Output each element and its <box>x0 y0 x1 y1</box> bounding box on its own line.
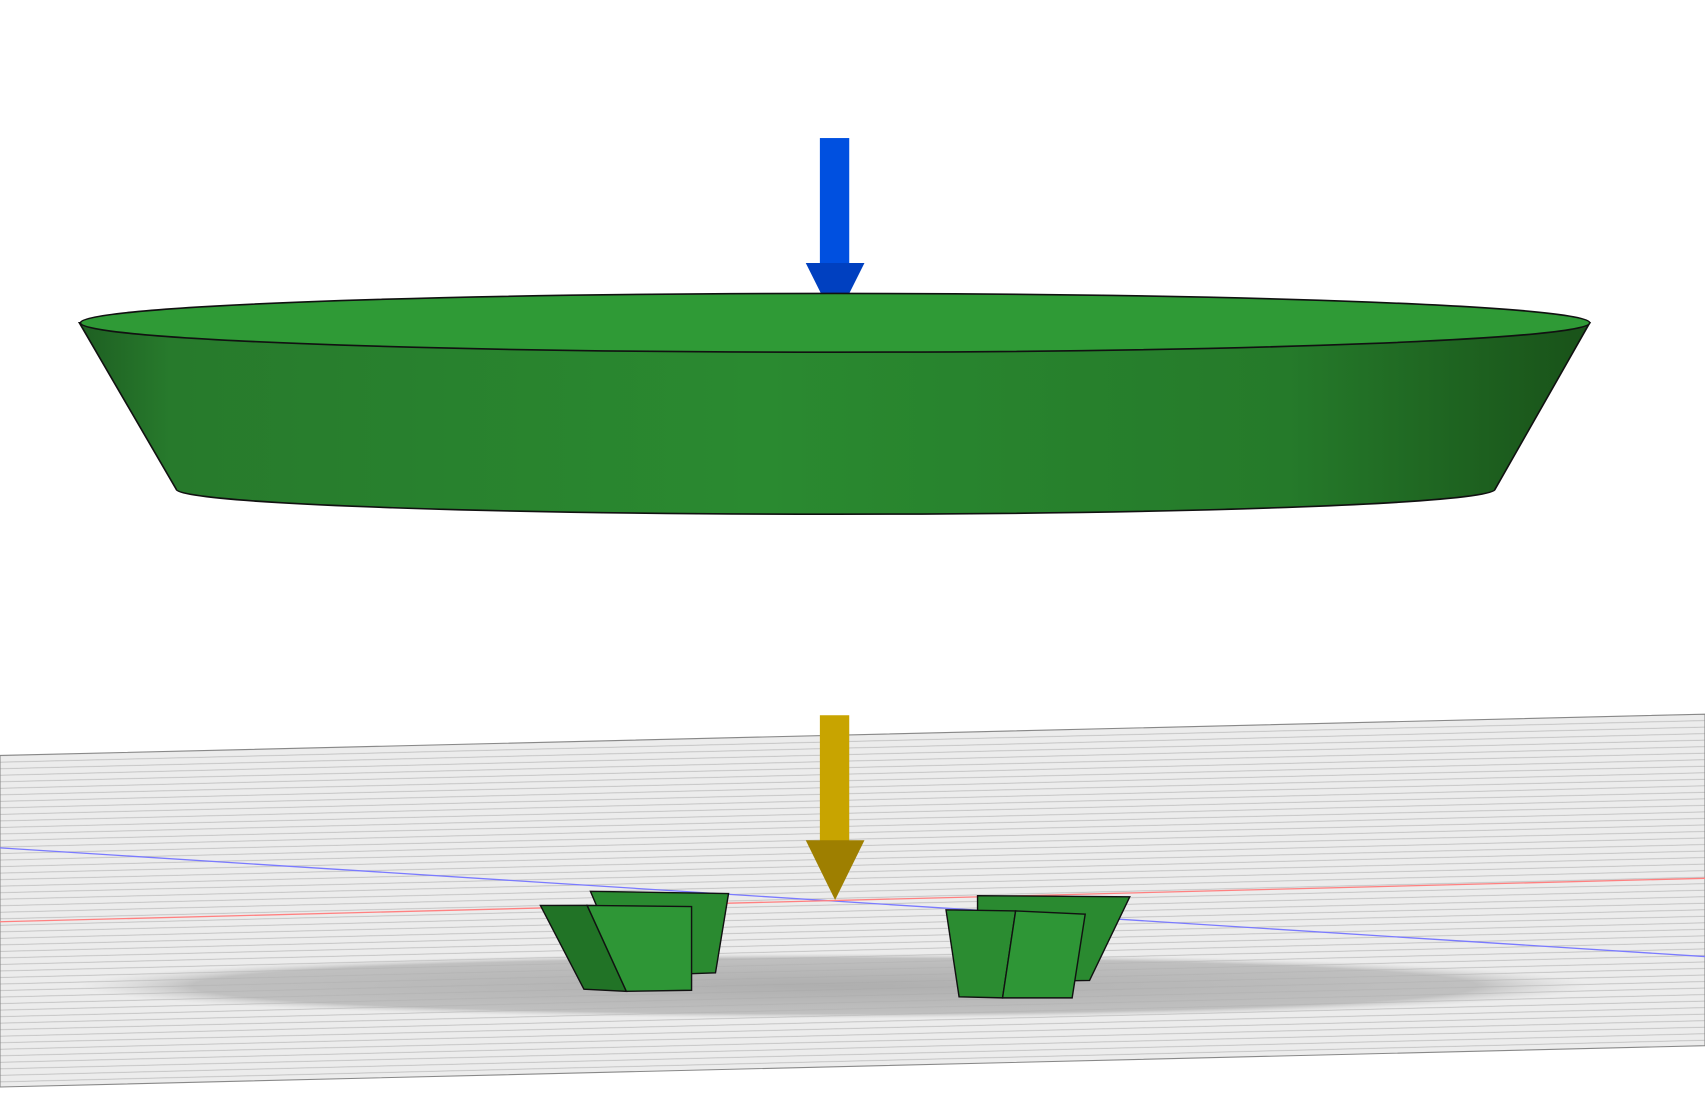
build-plate <box>0 713 1705 1088</box>
axis-y-line <box>0 847 1705 958</box>
support-left[interactable] <box>539 890 730 993</box>
model-shadow <box>79 953 1591 1019</box>
model-dish[interactable] <box>77 292 1592 515</box>
axis-x-line <box>0 877 1705 923</box>
bottom-arrow-icon[interactable] <box>805 715 865 901</box>
support-right[interactable] <box>945 894 1131 999</box>
top-arrow-icon[interactable] <box>805 138 865 322</box>
